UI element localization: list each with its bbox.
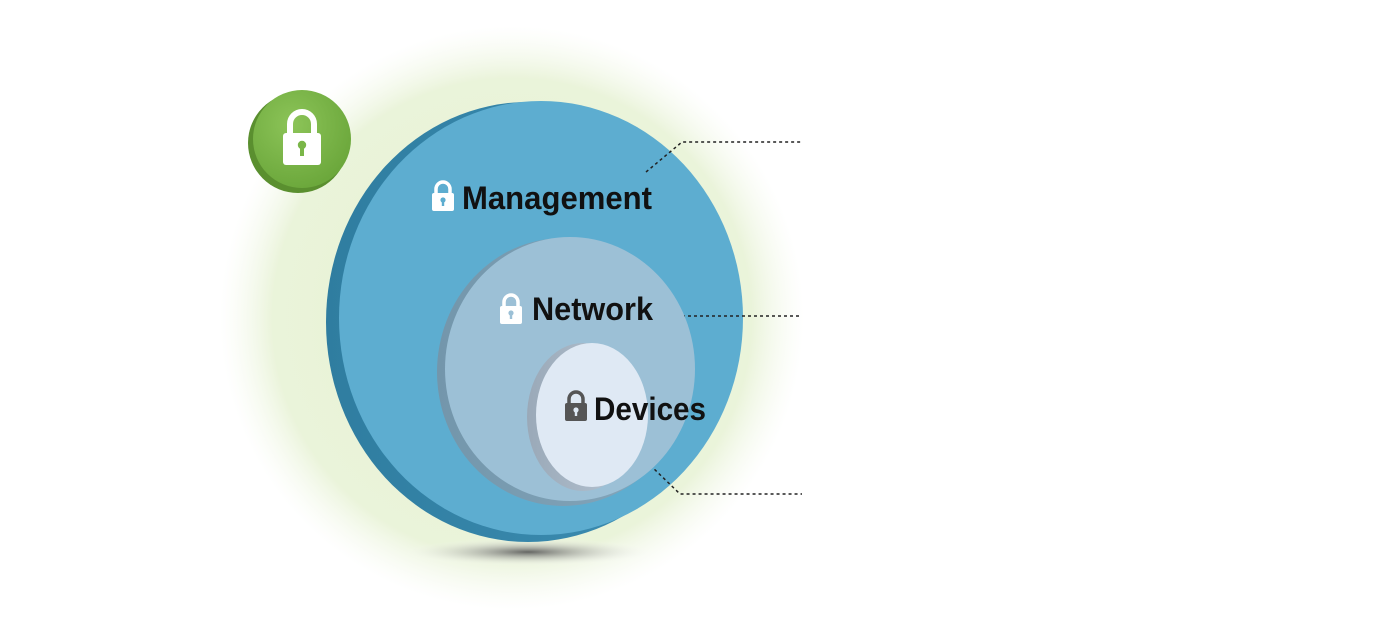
devices-label: Devices xyxy=(594,391,706,427)
devices-label-group: Devices xyxy=(565,390,706,427)
lock-icon xyxy=(432,180,454,211)
lock-icon xyxy=(283,109,321,165)
lock-badge xyxy=(248,90,351,193)
ground-shadow xyxy=(403,538,653,566)
management-label: Management xyxy=(462,180,652,216)
devices-leader-line xyxy=(619,435,802,495)
leader-lines xyxy=(619,141,802,495)
management-label-group: Management xyxy=(432,180,652,216)
network-label-group: Network xyxy=(500,291,653,327)
devices-disc-face xyxy=(536,343,648,487)
lock-icon xyxy=(500,293,522,324)
network-label: Network xyxy=(532,291,653,327)
management-leader-line xyxy=(645,141,802,173)
lock-icon xyxy=(565,390,587,421)
